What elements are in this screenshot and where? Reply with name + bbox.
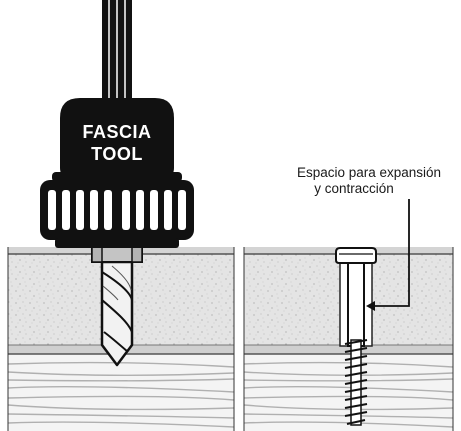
wood-grain-right <box>244 361 453 428</box>
callout-arrow <box>366 199 410 311</box>
left-panel: FASCIA TOOL <box>7 0 235 431</box>
wood-grain <box>8 361 234 428</box>
tool-label-line1: FASCIA <box>82 122 151 142</box>
screw-threads <box>344 339 368 426</box>
tool-label-line2: TOOL <box>91 144 143 164</box>
screw-shank <box>347 261 365 347</box>
fascia-tool-head: FASCIA TOOL <box>40 98 194 248</box>
right-board-section <box>244 247 453 431</box>
screw-head <box>335 247 377 264</box>
tool-shaft <box>102 0 132 100</box>
right-panel: Espacio para expansión y contracción <box>243 165 454 431</box>
drill-bit <box>100 260 134 367</box>
left-board-section <box>8 247 234 431</box>
callout-line1: Espacio para expansión <box>297 165 441 180</box>
callout-line2: y contracción <box>314 181 394 196</box>
depth-stop-collar <box>91 245 143 263</box>
